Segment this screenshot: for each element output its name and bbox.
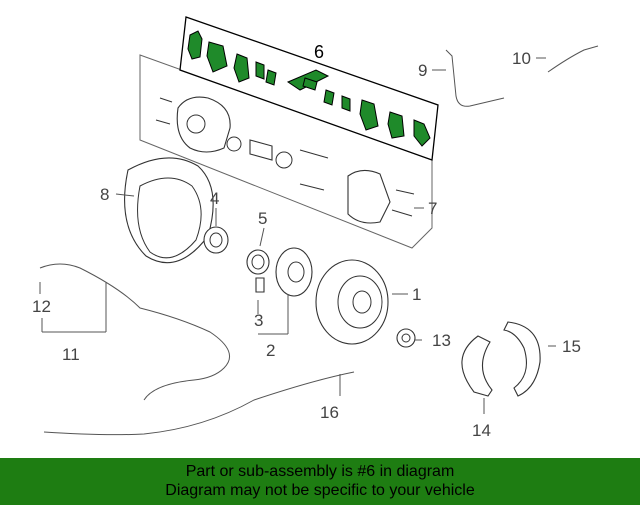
abs-sensor-harness[interactable] bbox=[39, 263, 231, 401]
callout-6: 6 bbox=[314, 42, 324, 62]
seal-ring[interactable] bbox=[246, 249, 270, 275]
callout-13: 13 bbox=[432, 331, 451, 350]
parts-diagram: 1 2 3 4 5 6 7 8 9 10 11 12 13 14 15 16 bbox=[32, 16, 599, 440]
hub-flange[interactable] bbox=[275, 247, 313, 297]
notice-line-2: Diagram may not be specific to your vehi… bbox=[165, 482, 475, 499]
callout-9: 9 bbox=[418, 61, 427, 80]
hub-nut[interactable] bbox=[396, 328, 416, 348]
caliper-body[interactable] bbox=[176, 96, 231, 153]
notice-banner: Part or sub-assembly is #6 in diagram Di… bbox=[0, 458, 640, 505]
callout-2: 2 bbox=[266, 341, 275, 360]
callout-10: 10 bbox=[512, 49, 531, 68]
caliper-bracket[interactable] bbox=[347, 169, 391, 224]
callout-7: 7 bbox=[428, 199, 437, 218]
hub-bearing[interactable] bbox=[203, 226, 229, 254]
notice-line-1: Part or sub-assembly is #6 in diagram bbox=[185, 463, 455, 480]
callout-1: 1 bbox=[412, 285, 421, 304]
callout-11: 11 bbox=[62, 345, 80, 364]
parking-brake-shoe[interactable] bbox=[461, 335, 493, 397]
parking-brake-shoe-set[interactable] bbox=[503, 321, 541, 397]
pad-kit-panel[interactable] bbox=[179, 16, 439, 161]
callout-15: 15 bbox=[562, 337, 581, 356]
brake-hose[interactable] bbox=[445, 49, 505, 107]
callout-16: 16 bbox=[320, 403, 339, 422]
callout-4: 4 bbox=[210, 189, 219, 208]
callout-12: 12 bbox=[32, 297, 51, 316]
brake-rotor[interactable] bbox=[315, 259, 389, 345]
brake-line[interactable] bbox=[547, 45, 599, 73]
parking-brake-cable[interactable] bbox=[43, 371, 355, 436]
callout-8: 8 bbox=[100, 185, 109, 204]
callout-5: 5 bbox=[258, 209, 267, 228]
callout-14: 14 bbox=[472, 421, 491, 440]
wheel-stud[interactable] bbox=[255, 277, 265, 293]
backing-plate[interactable] bbox=[124, 157, 214, 264]
callout-3: 3 bbox=[254, 311, 263, 330]
